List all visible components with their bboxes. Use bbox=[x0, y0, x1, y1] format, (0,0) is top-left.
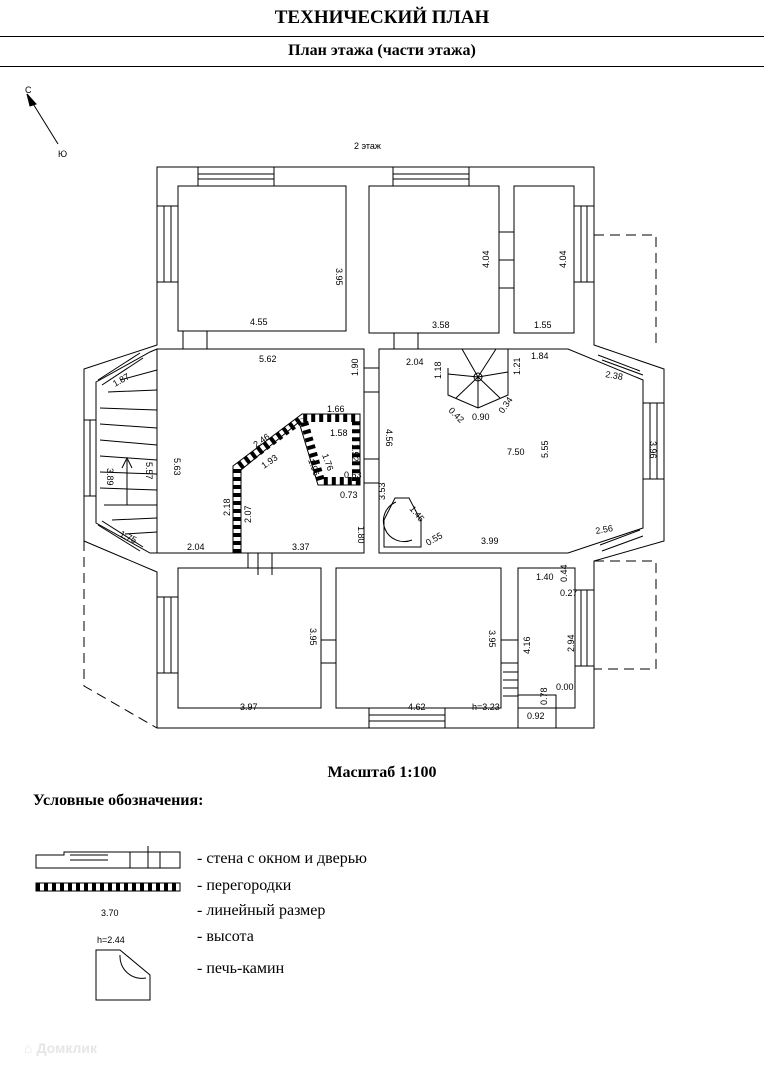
outer-wall bbox=[83, 166, 665, 729]
dim-label: 3.53 bbox=[377, 482, 387, 500]
dim-label: 0.73 bbox=[340, 490, 358, 500]
room-top-left bbox=[177, 185, 347, 332]
dim-label: 1.87 bbox=[111, 371, 131, 388]
partition-outline bbox=[232, 413, 361, 554]
legend-dimension-sample: 3.70 bbox=[101, 908, 119, 918]
dim-label: 3.99 bbox=[481, 536, 499, 546]
legend-item-dimension: - линейный размер bbox=[197, 902, 326, 919]
legend-item-partition: - перегородки bbox=[197, 877, 292, 894]
dim-label: 1.93 bbox=[259, 452, 279, 470]
floor-label: 2 этаж bbox=[354, 141, 381, 151]
legend-title: Условные обозначения: bbox=[33, 792, 204, 809]
dim-label: 2.38 bbox=[605, 369, 624, 382]
room-bottom-middle bbox=[335, 567, 502, 709]
watermark-logo-icon: ⌂ bbox=[24, 1040, 33, 1056]
dim-label: 1.80 bbox=[356, 526, 366, 544]
legend-item-fireplace: - печь-камин bbox=[197, 960, 285, 977]
legend-item-wall: - стена с окном и дверью bbox=[197, 850, 367, 867]
dim-label: 4.16 bbox=[522, 636, 532, 654]
dim-label: 1.55 bbox=[534, 320, 552, 330]
room-bottom-left bbox=[177, 567, 322, 709]
balcony-left bbox=[83, 541, 158, 729]
dim-label: 1.40 bbox=[536, 572, 554, 582]
dim-label: 0.63 bbox=[344, 470, 362, 480]
dim-label: 4.04 bbox=[481, 250, 491, 268]
watermark: ⌂ Домклик bbox=[24, 1040, 97, 1056]
dim-label: 2.18 bbox=[222, 498, 232, 516]
small-stair bbox=[503, 671, 557, 729]
dim-label: 1.45 bbox=[407, 504, 426, 524]
dim-label: 4.55 bbox=[250, 317, 268, 327]
dim-label: 2.04 bbox=[406, 357, 424, 367]
dim-label: 3.95 bbox=[308, 628, 318, 646]
dim-label: 3.96 bbox=[648, 441, 658, 459]
compass-arrow bbox=[26, 93, 59, 145]
fireplace bbox=[382, 497, 422, 548]
watermark-text: Домклик bbox=[36, 1040, 98, 1056]
dim-label: 0.92 bbox=[527, 711, 545, 721]
dim-label: 7.50 bbox=[507, 447, 525, 457]
dim-label: 0.27 bbox=[560, 588, 578, 598]
dim-label: 1.58 bbox=[330, 428, 348, 438]
dim-label: 3.37 bbox=[292, 542, 310, 552]
page-title: ТЕХНИЧЕСКИЙ ПЛАН bbox=[0, 0, 764, 37]
balcony-right bbox=[594, 234, 657, 670]
dim-label: 5.63 bbox=[172, 458, 182, 476]
dim-label: 1.18 bbox=[433, 361, 443, 379]
dim-label: 2.04 bbox=[187, 542, 205, 552]
dim-label: 1.66 bbox=[327, 404, 345, 414]
dim-label: 0.55 bbox=[424, 530, 444, 547]
dim-label: 0.90 bbox=[472, 412, 490, 422]
dim-label: 5.62 bbox=[259, 354, 277, 364]
dim-label: 4.56 bbox=[384, 429, 394, 447]
dim-label: 0.78 bbox=[539, 687, 549, 705]
dim-label: 0.42 bbox=[447, 405, 466, 424]
dim-label: 1.76 bbox=[320, 452, 335, 472]
dim-label: 3.97 bbox=[240, 702, 258, 712]
dim-label: 1.52 bbox=[350, 444, 360, 462]
dim-label: 4.04 bbox=[558, 250, 568, 268]
room-large bbox=[378, 348, 644, 554]
dim-label: 4.62 bbox=[408, 702, 426, 712]
legend-item-height: - высота bbox=[197, 928, 254, 945]
room-top-middle bbox=[368, 185, 500, 334]
room-left-stair bbox=[95, 348, 158, 554]
scale-label: Масштаб 1:100 bbox=[327, 764, 437, 781]
legend-symbols: 3.70 h=2.44 bbox=[35, 846, 181, 1001]
dim-label: 3.95 bbox=[487, 630, 497, 648]
spiral-stair bbox=[447, 348, 509, 409]
header: ТЕХНИЧЕСКИЙ ПЛАН План этажа (части этажа… bbox=[0, 0, 764, 67]
dim-label: 1.90 bbox=[350, 358, 360, 376]
compass-north: С bbox=[25, 85, 32, 95]
height-label: h=3.23 bbox=[472, 702, 500, 712]
left-stair bbox=[99, 369, 158, 535]
dim-label: 5.55 bbox=[540, 440, 550, 458]
dim-label: 2.07 bbox=[243, 505, 253, 523]
dim-label: 3.95 bbox=[334, 268, 344, 286]
floor-plan: С Ю 2 этаж 3.95 4.55 4.04 3.58 4.04 1.55… bbox=[25, 85, 665, 729]
dim-label: 2.94 bbox=[566, 634, 576, 652]
page-subtitle: План этажа (части этажа) bbox=[288, 42, 476, 59]
dim-label: 3.58 bbox=[432, 320, 450, 330]
dim-label: 1.21 bbox=[512, 357, 522, 375]
dim-label: 0.34 bbox=[496, 395, 514, 415]
dim-label: 3.89 bbox=[105, 468, 115, 486]
legend-height-sample: h=2.44 bbox=[97, 935, 125, 945]
dim-label: 5.57 bbox=[144, 462, 154, 480]
dim-label: 1.75 bbox=[118, 529, 138, 545]
dim-label: 0.00 bbox=[556, 682, 574, 692]
doors bbox=[182, 231, 518, 664]
dim-label: 2.56 bbox=[595, 523, 614, 536]
compass-south: Ю bbox=[58, 149, 67, 159]
dim-label: 1.84 bbox=[531, 351, 549, 361]
windows bbox=[83, 166, 665, 729]
dim-label: 0.44 bbox=[559, 564, 569, 582]
